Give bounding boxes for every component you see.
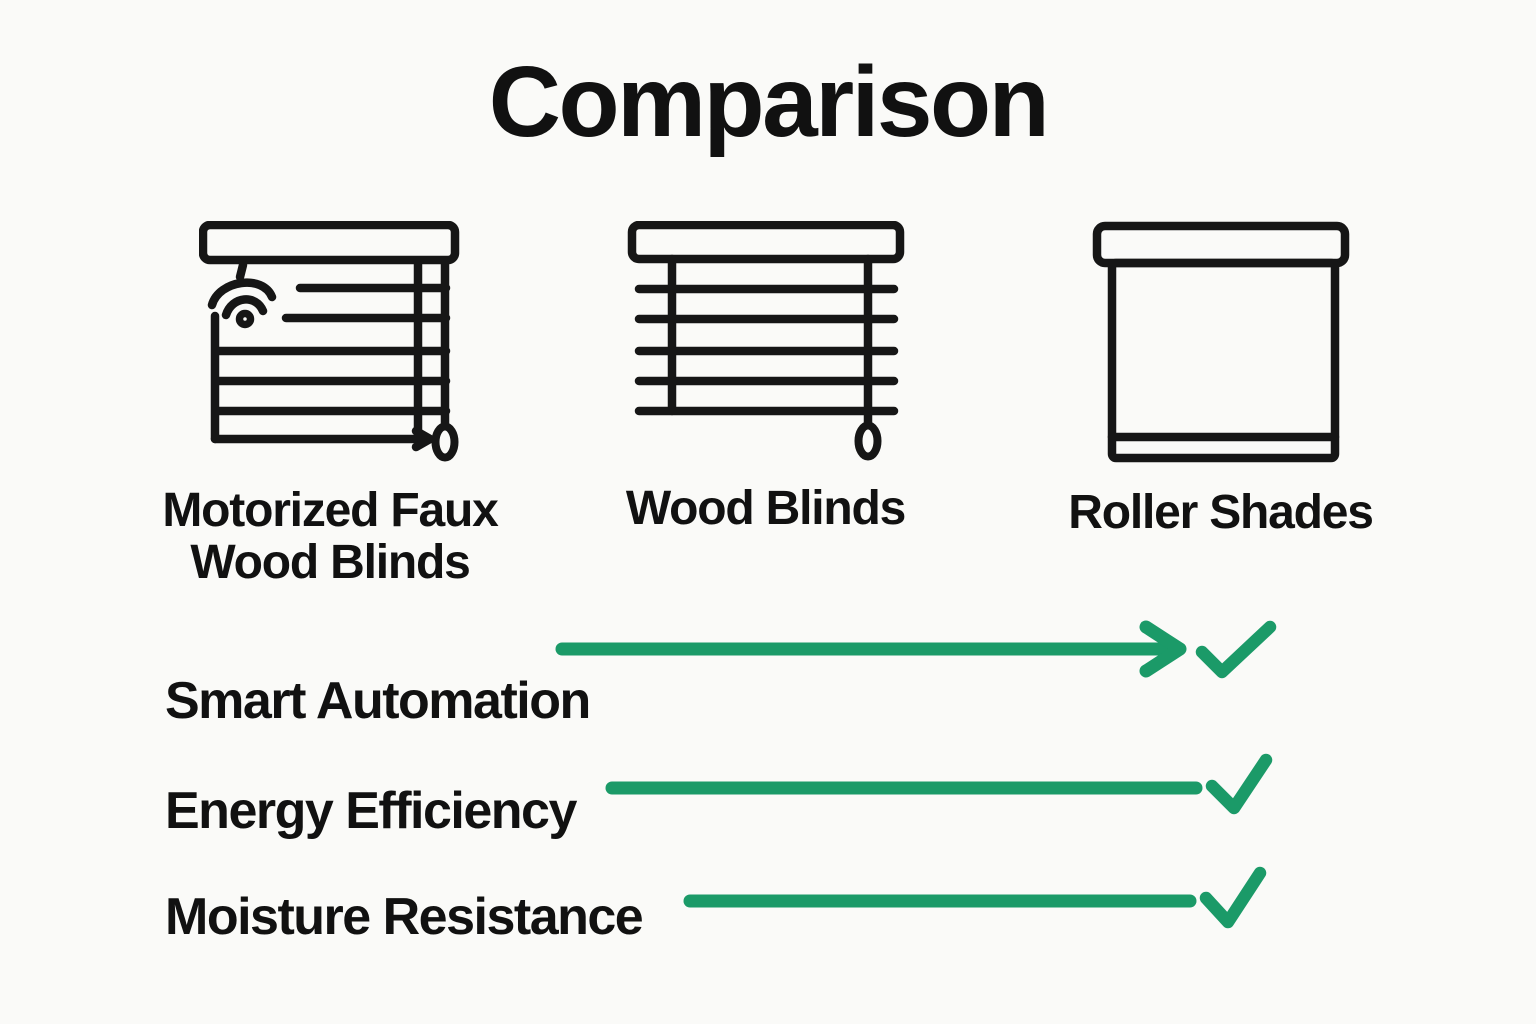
check-icon bbox=[1205, 753, 1273, 815]
feature-label-energy-efficiency: Energy Efficiency bbox=[165, 782, 577, 840]
feature-label-smart-automation: Smart Automation bbox=[165, 672, 591, 730]
product-label: Motorized Faux Wood Blinds bbox=[162, 484, 498, 589]
pull-cord-tassel bbox=[431, 422, 459, 462]
cassette bbox=[1092, 221, 1349, 268]
check-icon bbox=[1195, 620, 1277, 679]
pull-cord-tassel bbox=[854, 421, 881, 461]
check-icon bbox=[1199, 866, 1267, 929]
roller-shades-icon bbox=[1092, 221, 1349, 463]
product-label: Roller Shades bbox=[1068, 486, 1374, 539]
feature-connector-moisture-resistance bbox=[683, 866, 1267, 929]
motorized-faux-wood-blinds-icon bbox=[199, 221, 460, 462]
page-title: Comparison bbox=[488, 46, 1050, 158]
wifi-icon bbox=[207, 260, 277, 329]
product-wood-blinds: Wood Blinds bbox=[563, 221, 968, 535]
feature-connector-energy-efficiency bbox=[605, 753, 1273, 815]
arrow-right-icon bbox=[1139, 620, 1187, 678]
product-label: Wood Blinds bbox=[625, 482, 906, 535]
product-roller-shades: Roller Shades bbox=[1018, 221, 1423, 539]
headrail bbox=[199, 221, 460, 265]
feature-label-moisture-resistance: Moisture Resistance bbox=[165, 888, 644, 946]
product-motorized-faux-wood-blinds: Motorized Faux Wood Blinds bbox=[125, 221, 535, 589]
headrail bbox=[627, 221, 904, 264]
wood-blinds-icon bbox=[627, 221, 904, 461]
shade-panel bbox=[1107, 258, 1339, 463]
feature-connector-smart-automation bbox=[555, 620, 1277, 679]
